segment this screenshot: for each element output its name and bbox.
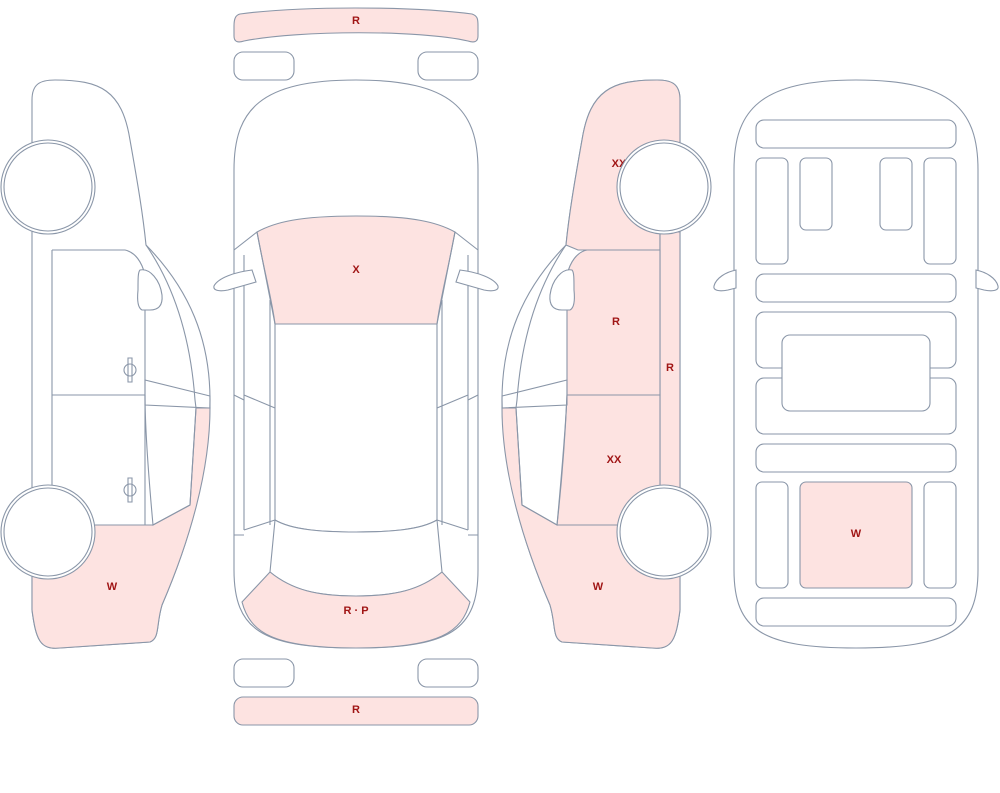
underbody-left-front-rail[interactable] [755,157,789,265]
underbody-right-mirror[interactable] [975,269,999,292]
right-mirror[interactable] [549,269,575,311]
right-a-pillar [436,231,479,325]
trunk-lid[interactable] [241,571,471,649]
underbody-rear-panel[interactable] [755,597,957,627]
left-window-line [144,244,197,526]
left-a-pillar [233,231,276,325]
underbody-front-panel[interactable] [755,119,957,149]
front-bumper-mark: R [352,15,360,27]
rear-bumper-mark: R [352,704,360,716]
right-front-wheel[interactable] [616,139,712,235]
top-right-side-glass [436,255,469,531]
left-door-outline[interactable] [52,249,146,526]
underbody-center-tunnel[interactable] [781,334,931,412]
underbody-firewall-crossmember[interactable] [755,273,957,303]
underbody-view: W [713,79,999,649]
underbody-left-engine-mount[interactable] [799,157,833,231]
top-right-mirror[interactable] [455,269,499,292]
right-window-line [515,244,568,526]
left-front-wheel[interactable] [0,139,96,235]
right-pillar [501,379,568,409]
underbody-rear-crossmember[interactable] [755,443,957,473]
left-rear-quarter-mark: W [107,581,118,593]
right-side-view: XX R R XX W [501,79,712,649]
trunk-mark: R · P [343,605,368,617]
top-left-mirror[interactable] [213,269,257,292]
right-rocker-mark: R [666,362,674,374]
underbody-left-rear-rail[interactable] [755,481,789,589]
hood-mark: X [352,264,360,276]
roof[interactable] [274,323,438,533]
front-bumper[interactable] [233,7,479,43]
hood[interactable] [256,215,456,325]
right-front-door-mark: R [612,316,620,328]
top-view: R X R · P R [213,7,499,726]
left-rear-door-handle[interactable] [127,477,133,503]
left-rear-wheel[interactable] [0,484,96,580]
underbody-right-engine-mount[interactable] [879,157,913,231]
right-rear-wheel[interactable] [616,484,712,580]
left-headlight[interactable] [233,51,295,81]
left-rear-quarter-panel[interactable] [31,407,211,649]
left-front-door-handle[interactable] [127,357,133,383]
underbody-right-front-rail[interactable] [923,157,957,265]
right-headlight[interactable] [417,51,479,81]
right-rear-door-mark: XX [607,454,622,466]
underbody-rear-floor-mark: W [851,528,862,540]
left-mirror[interactable] [137,269,163,311]
rear-bumper[interactable] [233,696,479,726]
right-rear-quarter-mark: W [593,581,604,593]
right-taillight[interactable] [417,658,479,688]
left-side-view: W [0,79,211,649]
underbody-left-mirror[interactable] [713,269,737,292]
left-pillar [144,379,211,409]
left-taillight[interactable] [233,658,295,688]
underbody-right-rear-rail[interactable] [923,481,957,589]
underbody-rear-floor[interactable] [799,481,913,589]
top-left-side-glass [243,255,276,531]
right-rear-quarter-panel[interactable] [501,407,681,649]
